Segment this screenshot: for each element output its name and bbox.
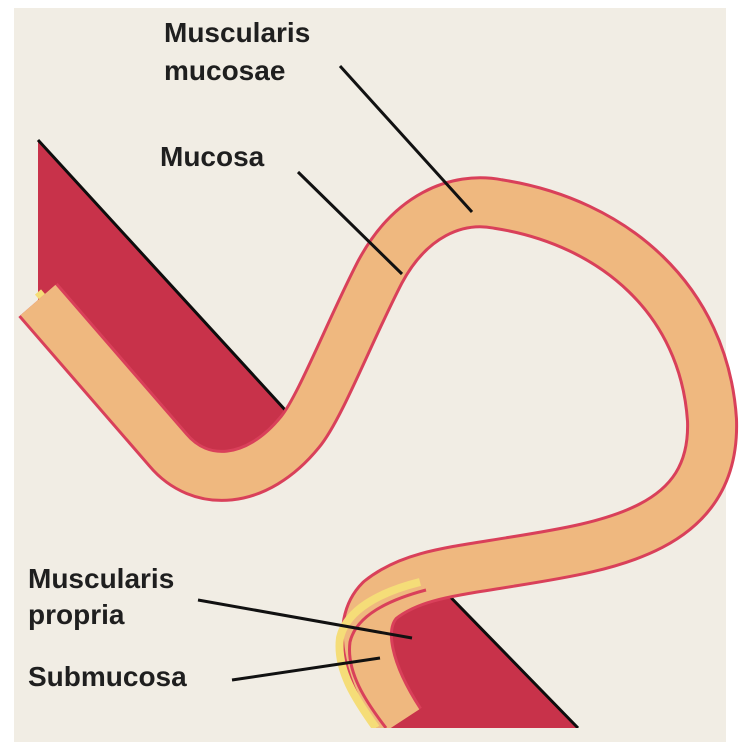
label-submucosa: Submucosa [28, 661, 187, 692]
label-muscularis-mucosae-line2: mucosae [164, 55, 285, 86]
lower-left-cover [14, 728, 726, 742]
label-mucosa: Mucosa [160, 141, 265, 172]
label-muscularis-propria-line2: propria [28, 599, 125, 630]
label-muscularis-propria-line1: Muscularis [28, 563, 174, 594]
label-muscularis-mucosae-line1: Muscularis [164, 17, 310, 48]
